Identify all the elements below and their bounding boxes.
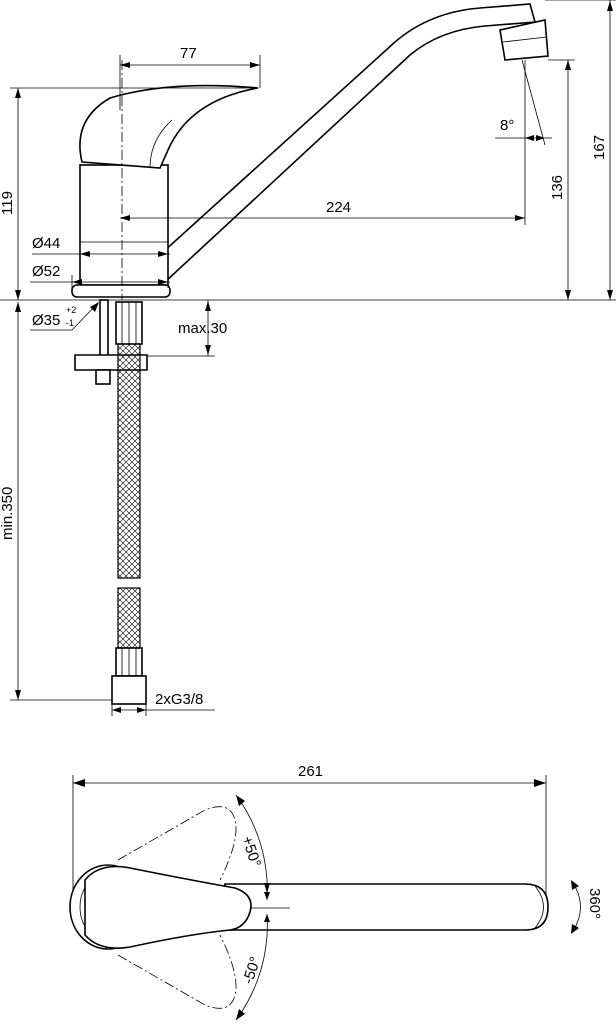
dim-total-height: 167	[591, 135, 608, 160]
hole-tolerance-plus: +2	[66, 305, 76, 315]
dim-hose-length: min.350	[0, 487, 16, 540]
hole-tolerance-minus: -1	[66, 318, 74, 328]
handle-top	[84, 865, 252, 949]
top-view: 261 +50° -50° 360°	[69, 763, 603, 1021]
threaded-rod	[99, 299, 109, 361]
handle	[79, 84, 259, 169]
hose-upper	[117, 339, 141, 579]
base-plate	[71, 284, 171, 298]
spout	[150, 3, 537, 284]
dim-connection: 2xG3/8	[155, 691, 203, 708]
swing-minus: -50°	[240, 955, 265, 987]
dim-handle-height: 119	[0, 191, 16, 215]
body	[79, 164, 169, 286]
connection-nut	[111, 675, 147, 705]
dim-base-diameter: Ø52	[32, 263, 60, 280]
dim-body-diameter: Ø44	[32, 235, 60, 252]
dim-spout-reach: 224	[326, 199, 351, 216]
side-view: 77 119 167 136 224 8° Ø44 Ø52	[0, 0, 616, 716]
swing-plus: +50°	[238, 834, 264, 869]
dim-deck-thickness: max.30	[178, 320, 227, 337]
rotation-360: 360°	[586, 888, 603, 919]
spout-top	[224, 883, 549, 931]
hose-lower	[117, 587, 141, 649]
dim-spout-angle: 8°	[500, 117, 514, 134]
dim-hole-diameter: Ø35	[32, 312, 60, 329]
dim-overall-length: 261	[298, 763, 323, 780]
dim-handle-reach: 77	[180, 45, 197, 62]
dim-spout-height: 136	[549, 175, 566, 200]
